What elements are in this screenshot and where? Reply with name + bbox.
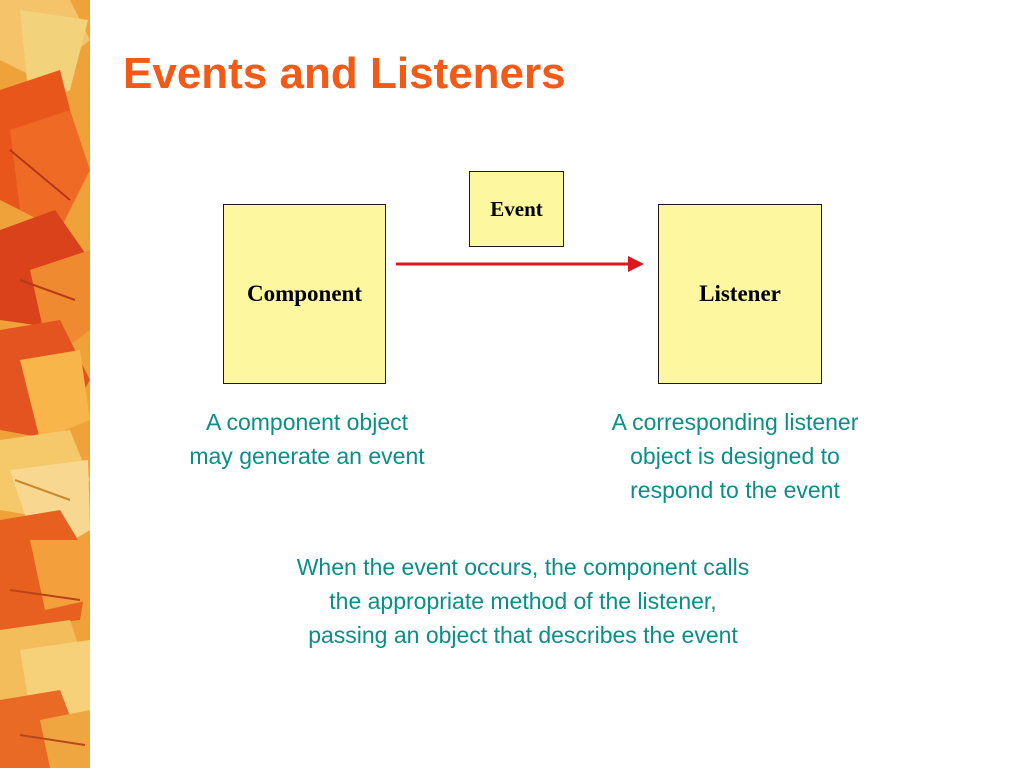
listener-box: Listener [658, 204, 822, 384]
component-caption-line: A component object [205, 409, 409, 435]
component-box: Component [223, 204, 386, 384]
component-caption: A component object may generate an event [140, 405, 474, 473]
event-box: Event [469, 171, 564, 247]
component-label: Component [246, 281, 362, 306]
listener-caption: A corresponding listener object is desig… [560, 405, 910, 507]
component-caption-line: may generate an event [189, 443, 425, 469]
event-label: Event [490, 196, 543, 221]
listener-caption-line: respond to the event [630, 477, 840, 503]
event-arrow-head [628, 256, 644, 272]
listener-caption-line: A corresponding listener [611, 409, 859, 435]
summary-caption: When the event occurs, the component cal… [200, 550, 846, 652]
event-arrow [396, 256, 644, 272]
listener-label: Listener [699, 281, 781, 306]
listener-caption-line: object is designed to [630, 443, 840, 469]
autumn-leaves-image [0, 0, 90, 768]
summary-caption-line: the appropriate method of the listener, [329, 588, 717, 614]
slide-title: Events and Listeners [123, 49, 566, 98]
summary-caption-line: When the event occurs, the component cal… [296, 554, 750, 580]
summary-caption-line: passing an object that describes the eve… [308, 622, 738, 648]
